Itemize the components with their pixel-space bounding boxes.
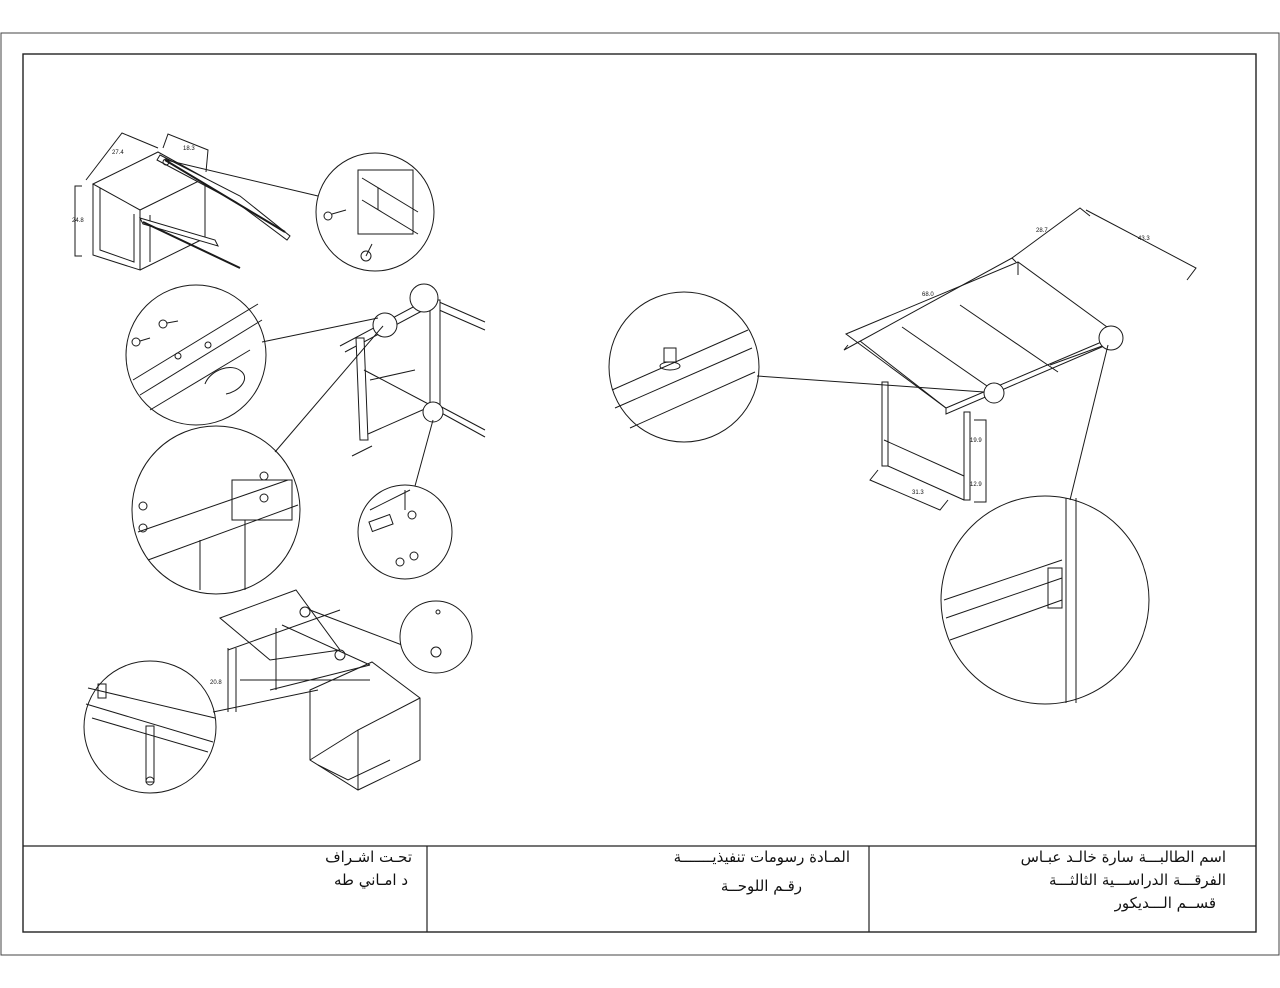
dim-leg-lower: 12.9 bbox=[970, 482, 982, 488]
supervisor-cell: تحـت اشـراف د امـاني طه bbox=[40, 846, 412, 932]
student-cell: اسم الطالبـــة سارة خالـد عبـاس الفرقـــ… bbox=[880, 846, 1226, 932]
dim-cabinet-height: 24.8 bbox=[72, 218, 84, 224]
subject-label: المـادة رسومات تنفيذيـــــــة bbox=[673, 848, 850, 866]
frame-drawing bbox=[339, 283, 486, 457]
dim-base-width: 31.3 bbox=[912, 490, 924, 496]
dim-cabinet-width: 18.3 bbox=[183, 146, 195, 152]
detail-circle-bolts bbox=[125, 284, 379, 426]
subject-cell: المـادة رسومات تنفيذيـــــــة رقـم اللوح… bbox=[440, 846, 850, 932]
detail-circle-screw-top bbox=[399, 600, 473, 674]
sheet-number-label: رقـم اللوحــة bbox=[720, 877, 802, 895]
dim-table-length: 68.0 bbox=[922, 292, 934, 298]
cabinet-drawing bbox=[74, 132, 319, 271]
student-year: الفرقـــة الدراســـية الثالثـــة bbox=[1048, 871, 1226, 889]
supervisor-name: د امـاني طه bbox=[333, 871, 408, 889]
dim-table-width: 28.7 bbox=[1036, 228, 1048, 234]
detail-circle-table-rail bbox=[940, 344, 1150, 705]
student-department: قســم الـــديكور bbox=[1114, 894, 1216, 912]
student-name: اسم الطالبـــة سارة خالـد عبـاس bbox=[1020, 848, 1226, 866]
wall-unit-drawing bbox=[219, 589, 421, 791]
dim-unit-height: 20.8 bbox=[210, 680, 222, 686]
outer-border bbox=[0, 32, 1280, 956]
detail-circle-table-screw bbox=[608, 291, 985, 443]
detail-circle-bracket bbox=[357, 419, 453, 580]
inner-border bbox=[22, 53, 1257, 933]
detail-circle-slide-screw bbox=[315, 152, 435, 272]
detail-circle-slide-frame bbox=[131, 325, 384, 595]
detail-circle-rail-bolt bbox=[83, 660, 319, 794]
dim-table-span: 43.3 bbox=[1138, 236, 1150, 242]
dim-leg-upper: 19.9 bbox=[970, 438, 982, 444]
dim-cabinet-depth: 27.4 bbox=[112, 150, 124, 156]
supervisor-label: تحـت اشـراف bbox=[325, 848, 412, 866]
folding-table-drawing bbox=[843, 207, 1197, 511]
dimension-labels: 27.4 18.3 24.8 20.8 68.0 28.7 43.3 19.9 … bbox=[72, 146, 1150, 686]
